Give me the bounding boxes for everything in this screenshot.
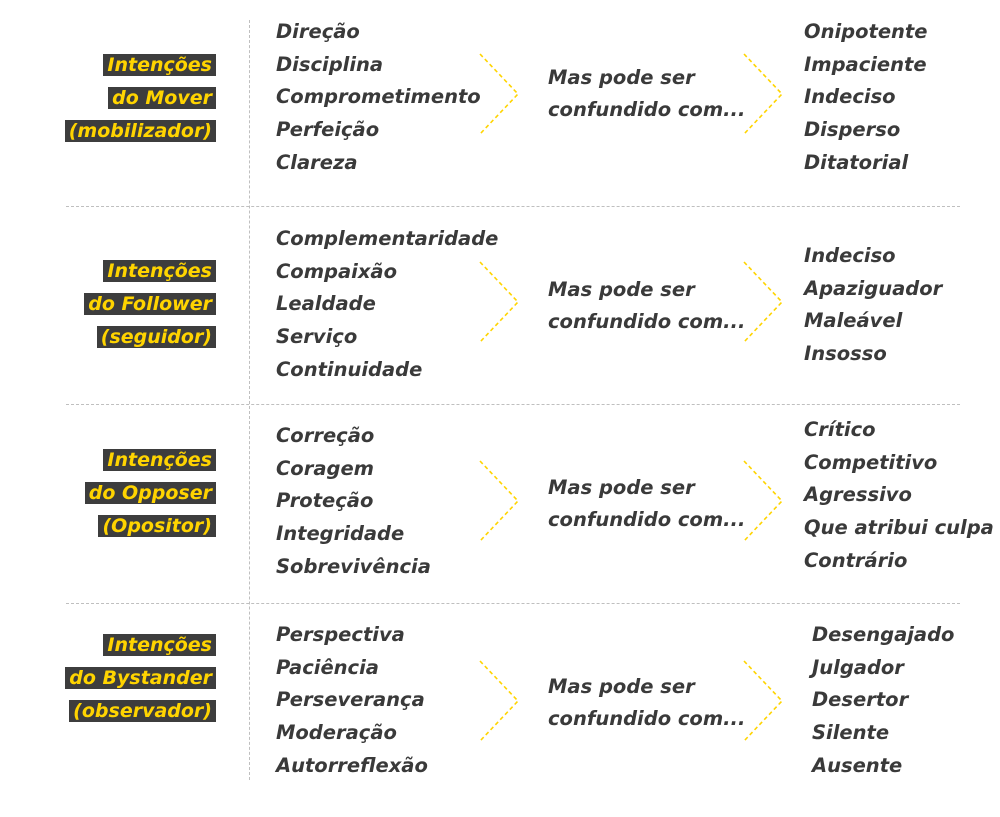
confused-line: Mas pode ser (548, 675, 695, 698)
confused-line: Mas pode ser (548, 476, 695, 499)
intentions-list: Correção Coragem Proteção Integridade So… (276, 420, 431, 584)
list-item: Correção (276, 424, 375, 447)
label-line: do Mover (108, 87, 216, 109)
label-line: Intenções (103, 634, 216, 656)
confused-with-list: Desengajado Julgador Desertor Silente Au… (812, 619, 954, 783)
chevron-right-icon (743, 261, 784, 343)
row-label: Intenções do Mover (mobilizador) (0, 54, 216, 142)
list-item: Direção (276, 20, 360, 43)
list-item: Ditatorial (804, 150, 909, 174)
confused-with-list: Indeciso Apaziguador Maleável Insosso (804, 240, 942, 371)
vertical-divider (249, 20, 250, 780)
list-item: Perfeição (276, 118, 380, 142)
list-item: Contrário (804, 548, 908, 572)
list-item: Compaixão (276, 259, 397, 283)
chevron-right-icon (479, 660, 520, 742)
row-divider (66, 404, 960, 405)
list-item: Agressivo (804, 483, 912, 507)
list-item: Onipotente (804, 20, 928, 43)
intentions-list: Complementaridade Compaixão Lealdade Ser… (276, 223, 498, 387)
list-item: Indeciso (804, 85, 896, 109)
list-item: Moderação (276, 721, 397, 745)
list-item: Desertor (812, 688, 909, 712)
confused-line: confundido com... (548, 508, 746, 531)
label-line: (seguidor) (96, 326, 216, 348)
confused-with-list: Onipotente Impaciente Indeciso Disperso … (804, 16, 927, 180)
label-line: do Opposer (84, 482, 216, 504)
list-item: Competitivo (804, 450, 938, 474)
chevron-right-icon (479, 261, 520, 343)
chevron-right-icon (743, 460, 784, 542)
list-item: Lealdade (276, 292, 376, 316)
list-item: Perspectiva (276, 623, 405, 646)
chevron-right-icon (479, 460, 520, 542)
label-line: (Opositor) (98, 515, 216, 537)
confused-text: Mas pode ser confundido com... (548, 274, 748, 338)
chevron-right-icon (743, 660, 784, 742)
list-item: Crítico (804, 418, 876, 441)
list-item: Clareza (276, 150, 358, 174)
list-item: Disciplina (276, 52, 384, 76)
list-item: Coragem (276, 456, 374, 480)
list-item: Sobrevivência (276, 554, 431, 578)
confused-text: Mas pode ser confundido com... (548, 671, 748, 735)
chevron-right-icon (479, 53, 520, 135)
list-item: Complementaridade (276, 227, 499, 250)
list-item: Continuidade (276, 357, 423, 381)
list-item: Ausente (812, 753, 903, 777)
list-item: Paciência (276, 655, 379, 679)
list-item: Proteção (276, 489, 374, 513)
intentions-list: Direção Disciplina Comprometimento Perfe… (276, 16, 481, 180)
confused-line: confundido com... (548, 310, 746, 333)
label-line: Intenções (103, 54, 216, 76)
confused-text: Mas pode ser confundido com... (548, 472, 748, 536)
confused-line: Mas pode ser (548, 278, 695, 301)
confused-line: confundido com... (548, 98, 746, 121)
list-item: Impaciente (804, 52, 927, 76)
label-line: Intenções (103, 260, 216, 282)
label-line: Intenções (103, 449, 216, 471)
chevron-right-icon (743, 53, 784, 135)
row-label: Intenções do Follower (seguidor) (0, 260, 216, 348)
list-item: Maleável (804, 309, 903, 333)
list-item: Serviço (276, 325, 358, 349)
list-item: Insosso (804, 342, 887, 366)
list-item: Desengajado (812, 623, 955, 646)
list-item: Que atribui culpa (804, 516, 994, 540)
list-item: Silente (812, 721, 890, 745)
confused-line: Mas pode ser (548, 66, 695, 89)
intentions-list: Perspectiva Paciência Perseverança Moder… (276, 619, 428, 783)
confused-text: Mas pode ser confundido com... (548, 62, 748, 126)
list-item: Autorreflexão (276, 753, 428, 777)
row-label: Intenções do Bystander (observador) (0, 634, 216, 722)
list-item: Integridade (276, 522, 405, 546)
label-line: (mobilizador) (64, 120, 216, 142)
confused-line: confundido com... (548, 707, 746, 730)
list-item: Perseverança (276, 688, 425, 712)
list-item: Apaziguador (804, 276, 943, 300)
list-item: Indeciso (804, 244, 896, 267)
label-line: do Bystander (65, 667, 216, 689)
row-divider (66, 603, 960, 604)
label-line: do Follower (84, 293, 216, 315)
list-item: Disperso (804, 118, 901, 142)
label-line: (observador) (69, 700, 216, 722)
row-label: Intenções do Opposer (Opositor) (0, 449, 216, 537)
list-item: Julgador (812, 655, 904, 679)
list-item: Comprometimento (276, 85, 481, 109)
row-divider (66, 206, 960, 207)
confused-with-list: Crítico Competitivo Agressivo Que atribu… (804, 414, 994, 578)
